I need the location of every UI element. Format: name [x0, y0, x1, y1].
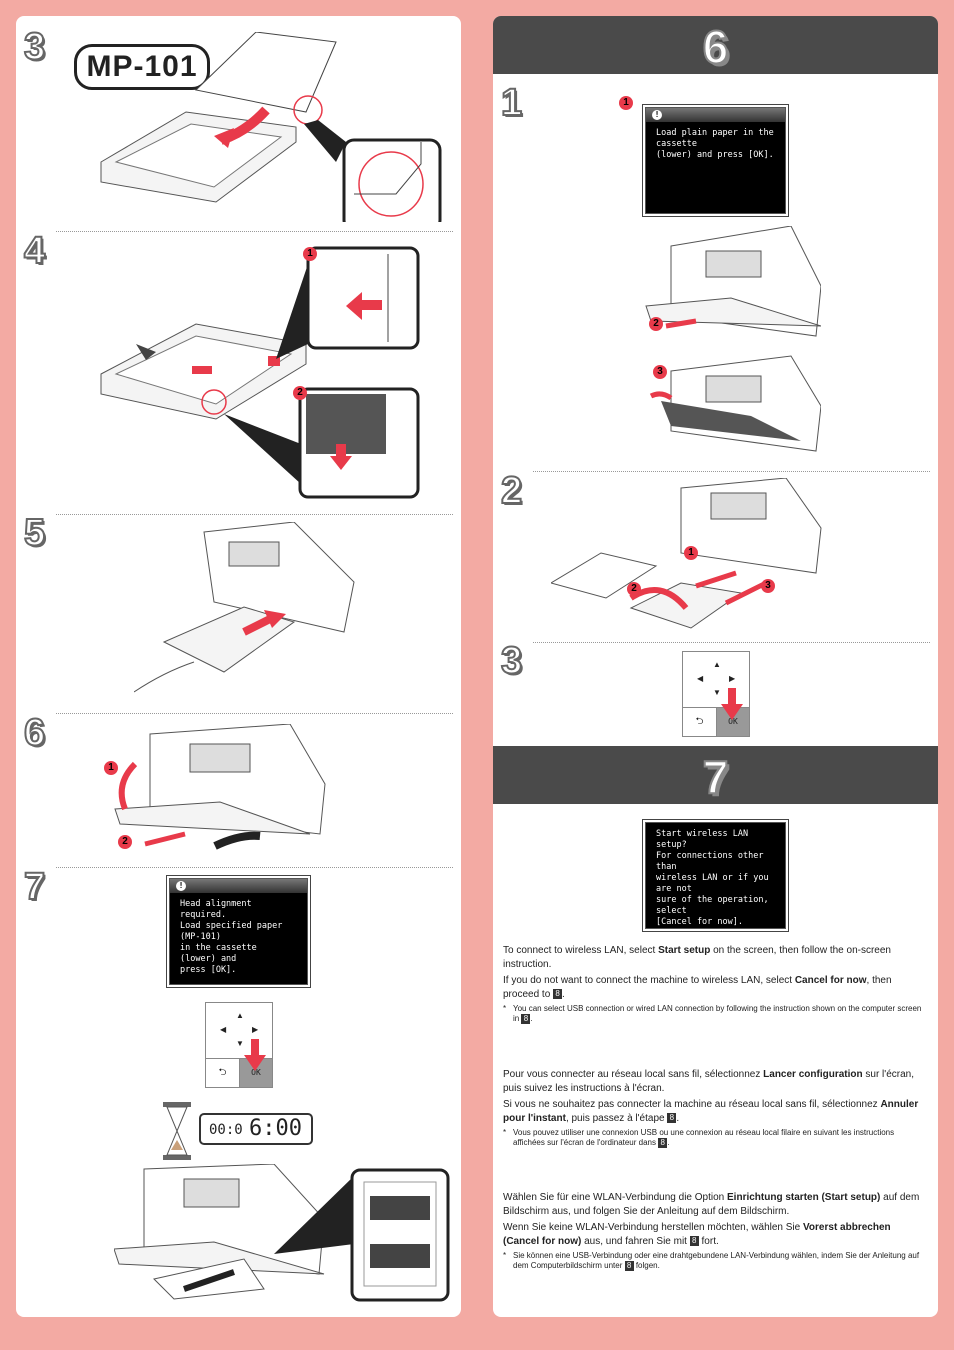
instructions-fr: Pour vous connecter au réseau local sans… [503, 1068, 928, 1150]
step-number: 3 [500, 639, 523, 683]
step-ref: 8 [667, 1113, 677, 1124]
section-title: 6 [702, 20, 730, 74]
timer-display: 00:0 6:00 [199, 1113, 313, 1145]
section-7-header: 7 [493, 746, 938, 804]
step-number: 7 [23, 865, 46, 909]
callout-2: 2 [293, 386, 307, 400]
callout-1: 1 [104, 761, 118, 775]
section-title: 7 [702, 750, 730, 804]
mp101-label: MP-101 [74, 44, 210, 90]
step-number: 1 [500, 81, 523, 125]
lcd-message: Head alignment required. Load specified … [180, 899, 283, 975]
callout-2: 2 [649, 317, 663, 331]
step-number: 2 [500, 469, 523, 513]
callout-1: 1 [619, 96, 633, 110]
ok-panel: ▲ ◀ ▶ ▼ ⮌ OK [205, 1002, 273, 1088]
callout-2: 2 [627, 582, 641, 596]
ok-panel: ▲ ◀ ▶ ▼ ⮌ OK [682, 651, 750, 737]
timer-large: 6:00 [249, 1116, 302, 1141]
back-button[interactable]: ⮌ [206, 1058, 240, 1087]
load-paper-illustration [551, 478, 822, 629]
timer-small: 00:0 [209, 1122, 243, 1138]
right-panel: 6 1 1 ! Load plain paper in the cassette… [493, 16, 938, 1317]
instructions-en: To connect to wireless LAN, select Start… [503, 944, 928, 1026]
callout-3: 3 [653, 365, 667, 379]
arrow-keys: ▲ ◀ ▶ ▼ [220, 1011, 259, 1048]
lcd-message: Load plain paper in the cassette (lower)… [656, 128, 774, 160]
lcd-wireless-setup: Start wireless LAN setup? For connection… [645, 822, 786, 960]
arrow-keys: ▲ ◀ ▶ ▼ [697, 660, 736, 697]
warning-icon: ! [652, 110, 662, 120]
step-ref: 8 [658, 1138, 668, 1148]
step-number: 5 [23, 511, 46, 555]
press-arrow-icon [721, 688, 743, 720]
step-ref: 8 [689, 1236, 699, 1247]
option-start-setup[interactable]: ▶ Start setup [652, 934, 779, 948]
cassette-guide-illustration [100, 246, 420, 499]
section-6-header: 6 [493, 16, 938, 74]
step-number: 6 [23, 711, 46, 755]
option-cancel-for-now[interactable]: Cancel for now [679, 950, 752, 960]
step-ref: 8 [553, 989, 563, 1000]
lcd-message: Start wireless LAN setup? For connection… [656, 829, 769, 927]
step-number: 4 [23, 229, 46, 273]
press-arrow-icon [244, 1039, 266, 1071]
insert-cassette-illustration [134, 522, 355, 693]
callout-3: 3 [761, 579, 775, 593]
print-output-illustration [114, 1164, 450, 1302]
hourglass-icon [163, 1102, 191, 1160]
printer-tray-illustration [645, 226, 821, 452]
cassette-illustration [100, 32, 442, 222]
instructions-de: Wählen Sie für eine WLAN-Verbindung die … [503, 1191, 928, 1273]
open-tray-illustration [114, 724, 326, 850]
step-number: 3 [23, 25, 46, 69]
warning-icon: ! [176, 881, 186, 891]
callout-1: 1 [303, 247, 317, 261]
lcd-head-alignment: ! Head alignment required. Load specifie… [169, 878, 308, 985]
lcd-load-paper: ! Load plain paper in the cassette (lowe… [645, 107, 786, 214]
left-panel: 3 MP-101 4 1 2 5 [16, 16, 461, 1317]
step-ref: 8 [521, 1014, 531, 1024]
step-ref: 8 [624, 1261, 634, 1271]
back-button[interactable]: ⮌ [683, 707, 717, 736]
callout-1: 1 [684, 546, 698, 560]
callout-2: 2 [118, 835, 132, 849]
